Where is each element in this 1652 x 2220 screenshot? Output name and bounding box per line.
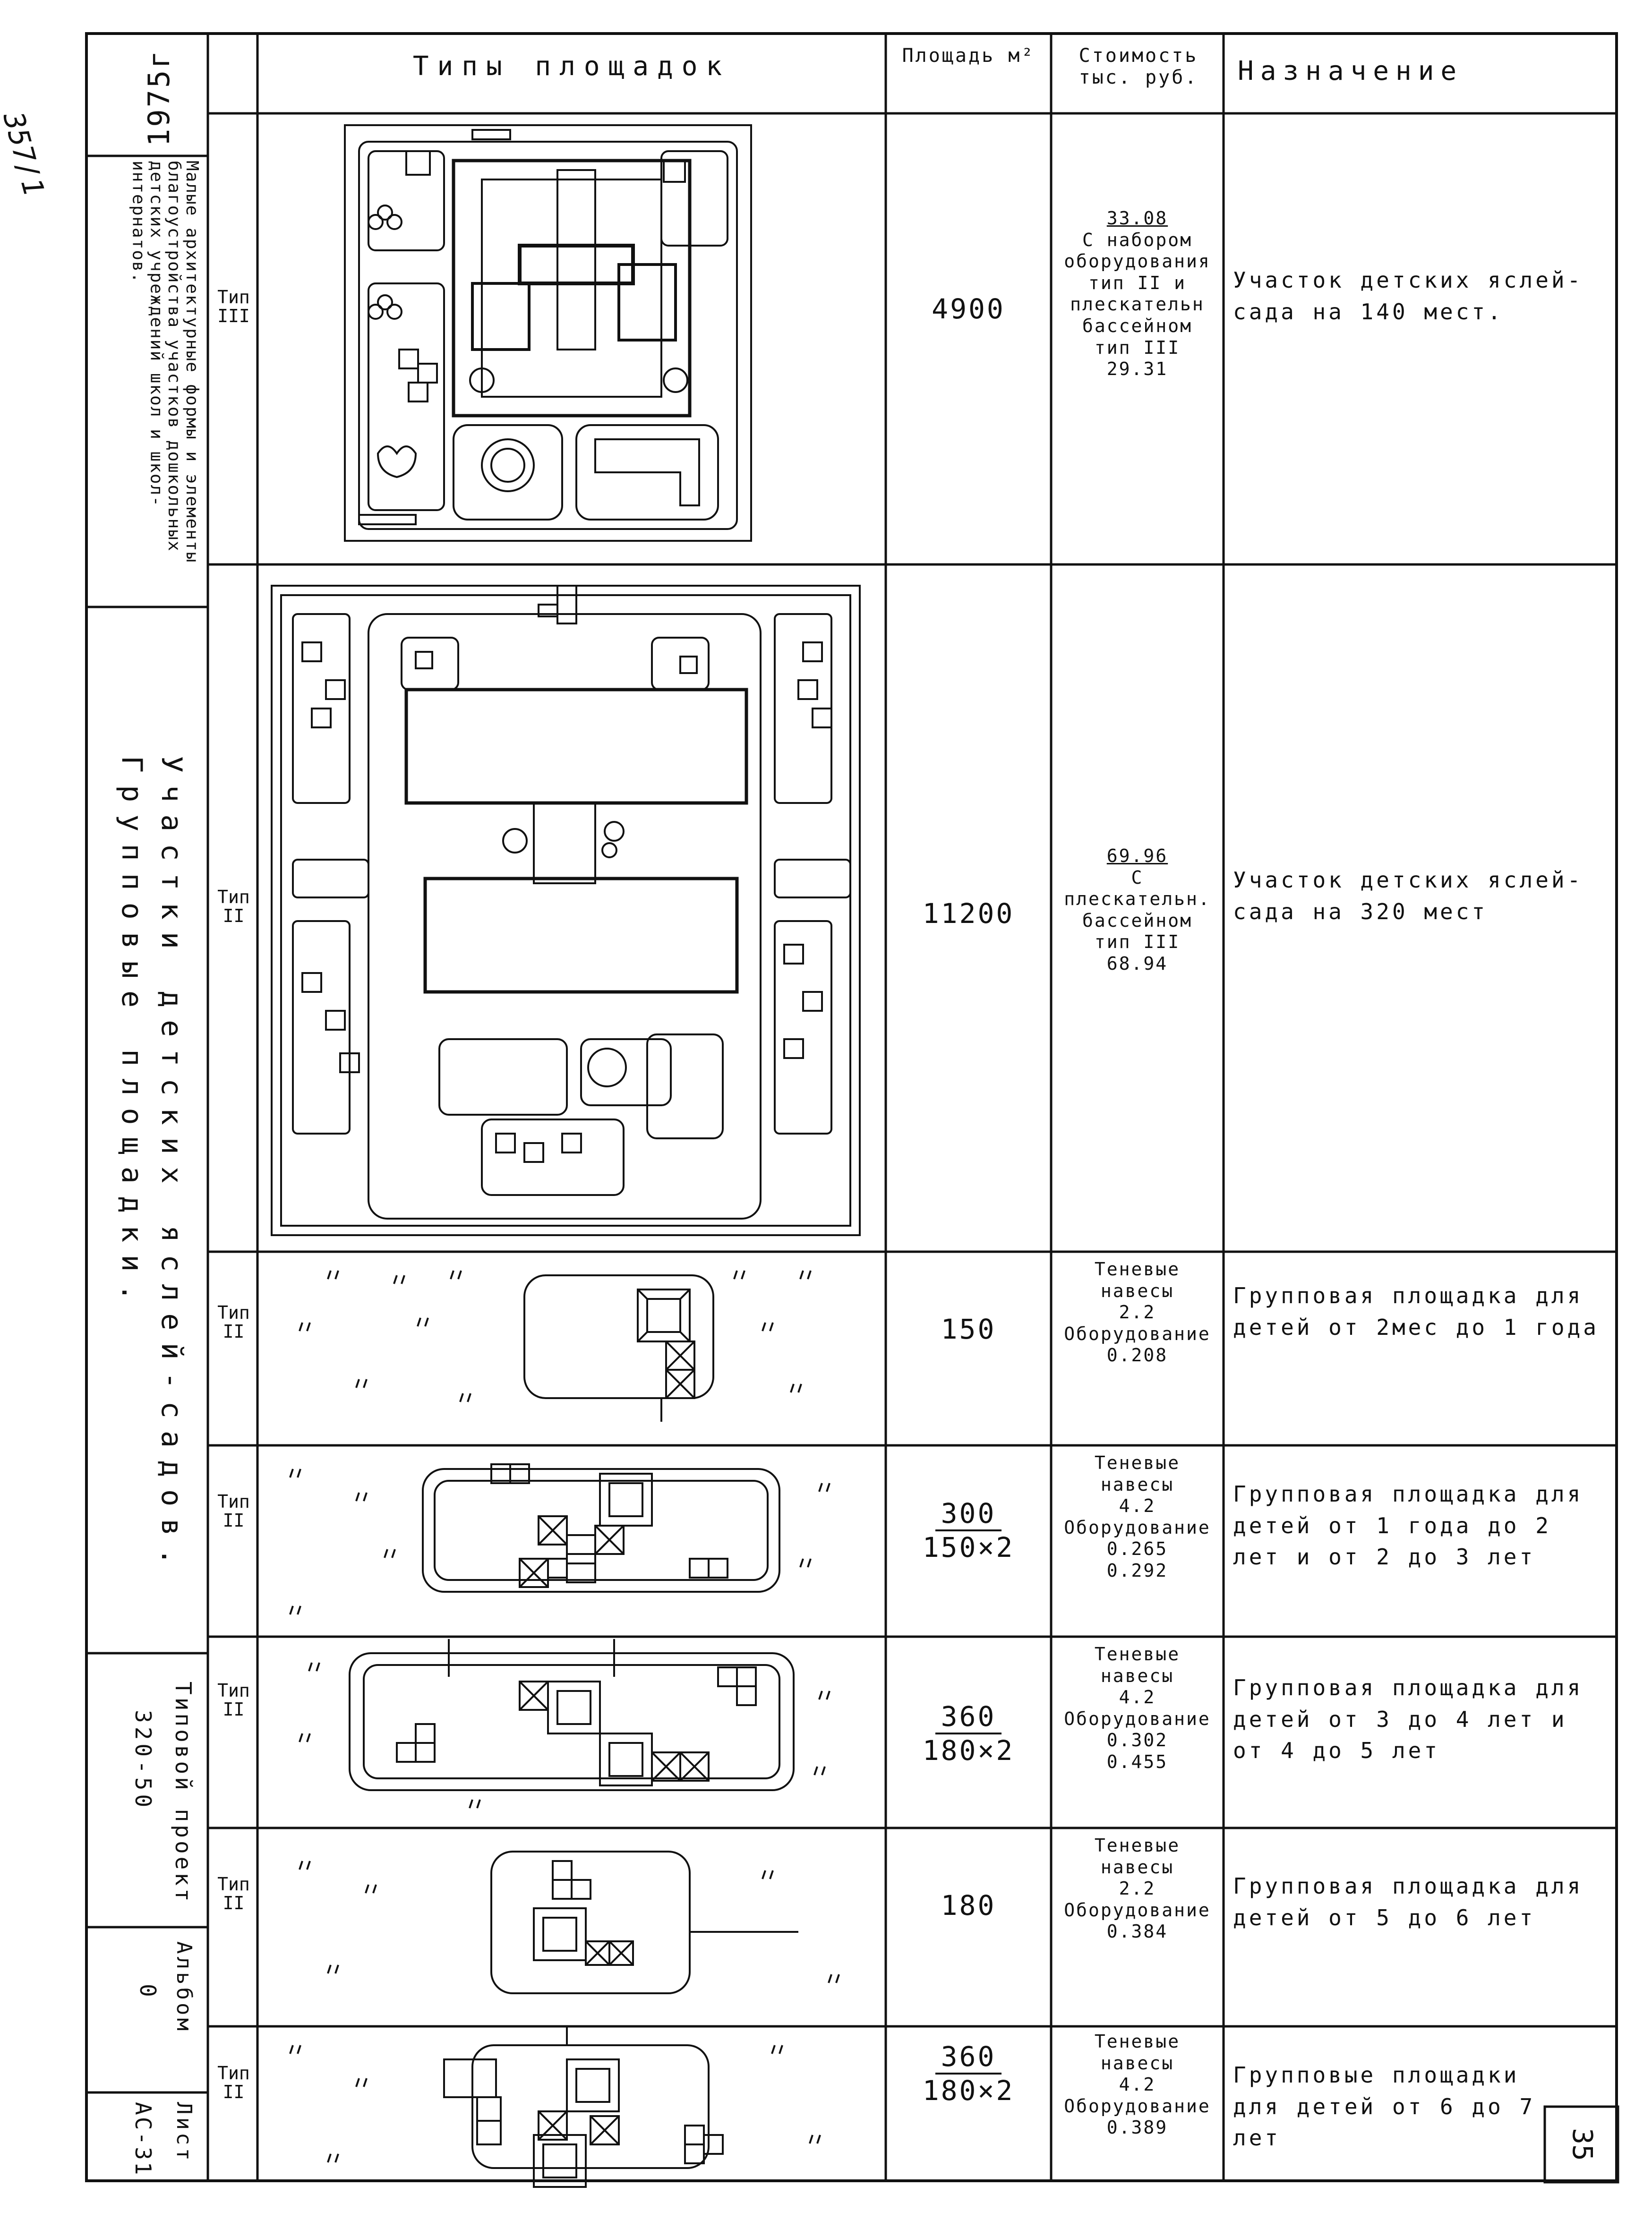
row-6-cost-line: 0.384: [1106, 1921, 1168, 1942]
album-label: Альбом: [172, 1941, 196, 2033]
row-3-cost-line: навесы: [1100, 1280, 1174, 1301]
row-5-area: 360 180×2: [888, 1700, 1049, 1767]
row-1-cost: 33.08 С набором оборудования тип II и пл…: [1053, 208, 1221, 380]
row-6-cost-line: Оборудование: [1064, 1899, 1211, 1921]
row-5-cost: Теневые навесы 4.2 Оборудование 0.302 0.…: [1053, 1644, 1221, 1773]
header-cost: Стоимость тыс. руб.: [1079, 45, 1198, 88]
row-5-type-label: Тип II: [217, 1680, 250, 1720]
row-3-area: 150: [941, 1313, 996, 1345]
row-5-area-total: 360: [935, 1700, 1002, 1734]
row-2-cost: 69.96 С плескательн. бассейном тип III 6…: [1053, 845, 1221, 975]
header-purpose: Назначение: [1238, 56, 1464, 86]
row-7-cost: Теневые навесы 4.2 Оборудование 0.389: [1053, 2031, 1221, 2139]
page-number: 35: [1566, 2128, 1599, 2161]
row-3-cost-line: 0.208: [1106, 1345, 1168, 1366]
row-3-cost-line: Теневые: [1094, 1259, 1181, 1280]
row-1-cost-line: бассейном: [1082, 315, 1192, 336]
site-plan-type-iii: [344, 124, 752, 542]
row-1-purpose: Участок детских яслей-сада на 140 мест.: [1233, 267, 1584, 324]
row-4-cost-line: 4.2: [1119, 1495, 1156, 1517]
row-7-cost-line: 4.2: [1119, 2074, 1156, 2095]
series-title: Малые архитектурные формы и элементы бла…: [128, 161, 202, 564]
row-2-type-label: Тип II: [217, 887, 250, 926]
row-4-purpose: Групповая площадка для детей от 1 года д…: [1233, 1481, 1584, 1570]
row-7-area-total: 360: [935, 2041, 1002, 2075]
header-types: Типы площадок: [412, 51, 731, 82]
row-7-cost-line: Оборудование: [1064, 2095, 1211, 2117]
row-4-cost-line: Теневые навесы: [1094, 1452, 1181, 1495]
row-3-cost-line: 2.2: [1119, 1302, 1156, 1323]
row-4-area: 300 150×2: [888, 1497, 1049, 1563]
row-5-purpose: Групповая площадка для детей от 3 до 4 л…: [1233, 1675, 1584, 1764]
row-7-cost-line: 0.389: [1106, 2117, 1168, 2138]
row-4-area-fraction: 150×2: [922, 1531, 1015, 1563]
row-5-cost-line: 0.455: [1106, 1751, 1168, 1772]
header-area: Площадь м²: [902, 45, 1035, 67]
project-label: Типовой проект: [171, 1682, 196, 1904]
row-1-cost-line: оборудования: [1064, 251, 1211, 272]
row-6-cost: Теневые навесы 2.2 Оборудование 0.384: [1053, 1835, 1221, 1943]
grass-hatching: [289, 1270, 840, 2163]
row-5-cost-line: 0.302: [1106, 1730, 1168, 1751]
playground-plan-360: [349, 1639, 795, 1791]
row-6-area: 180: [941, 1889, 996, 1921]
row-3-cost: Теневые навесы 2.2 Оборудование 0.208: [1053, 1259, 1221, 1366]
row-1-type-label: Тип III: [217, 287, 250, 326]
site-plan-type-ii: [271, 585, 861, 1236]
row-7-purpose: Групповые площадки для детей от 6 до 7 л…: [1233, 2062, 1536, 2151]
row-5-cost-line: 4.2: [1119, 1687, 1156, 1708]
row-7-type-label: Тип II: [217, 2063, 250, 2102]
playground-plan-360-b: [443, 2026, 724, 2188]
row-2-cost-line: С плескательн.: [1064, 867, 1211, 910]
sheet-number: АС-31: [130, 2102, 156, 2177]
row-7-area-fraction: 180×2: [922, 2075, 1015, 2107]
row-1-cost-line: тип II и: [1088, 272, 1187, 293]
row-4-cost-line: 0.292: [1106, 1560, 1168, 1581]
row-1-cost-line: 29.31: [1106, 359, 1168, 380]
row-5-cost-line: Оборудование: [1064, 1708, 1211, 1729]
row-4-cost-line: 0.265: [1106, 1538, 1168, 1560]
row-4-cost-line: Оборудование: [1064, 1517, 1211, 1538]
row-2-cost-line: тип III: [1094, 931, 1181, 953]
playground-plan-300: [422, 1463, 780, 1593]
drawing-frame: [85, 32, 1618, 2182]
album-number: 0: [135, 1984, 161, 1997]
row-1-cost-line: тип III: [1094, 337, 1181, 358]
row-2-cost-line: бассейном: [1082, 910, 1192, 931]
row-1-cost-line: плескательн: [1070, 294, 1205, 315]
row-4-cost: Теневые навесы 4.2 Оборудование 0.265 0.…: [1053, 1452, 1221, 1582]
row-2-purpose: Участок детских яслей-сада на 320 мест: [1233, 867, 1584, 924]
row-7-cost-line: Теневые навесы: [1094, 2031, 1181, 2074]
playground-plan-150: [523, 1274, 714, 1422]
sheet-label: Лист: [172, 2102, 196, 2163]
row-5-cost-line: Теневые навесы: [1094, 1644, 1181, 1686]
row-6-cost-line: Теневые навесы: [1094, 1835, 1181, 1878]
row-2-area: 11200: [922, 897, 1015, 930]
row-7-area: 360 180×2: [888, 2041, 1049, 2107]
row-1-area: 4900: [932, 293, 1005, 325]
row-3-cost-line: Оборудование: [1064, 1323, 1211, 1344]
row-6-type-label: Тип II: [217, 1874, 250, 1913]
playground-plan-180: [490, 1851, 798, 1994]
row-1-cost-line: С набором: [1082, 229, 1192, 250]
row-2-cost-line: 68.94: [1106, 953, 1168, 974]
row-4-area-total: 300: [935, 1497, 1002, 1531]
row-3-purpose: Групповая площадка для детей от 2мес до …: [1233, 1283, 1599, 1340]
row-3-type-label: Тип II: [217, 1302, 250, 1342]
row-4-type-label: Тип II: [217, 1491, 250, 1531]
row-5-area-fraction: 180×2: [922, 1734, 1015, 1767]
section-title: Участки детских яслей-садов. Групповые п…: [115, 756, 188, 1578]
row-2-cost-line: 69.96: [1106, 845, 1168, 866]
row-6-cost-line: 2.2: [1119, 1878, 1156, 1899]
row-1-cost-line: 33.08: [1106, 208, 1168, 229]
year-stamp: 1975г: [142, 49, 176, 146]
project-number: 320-50: [130, 1710, 156, 1811]
row-6-purpose: Групповая площадка для детей от 5 до 6 л…: [1233, 1873, 1584, 1930]
